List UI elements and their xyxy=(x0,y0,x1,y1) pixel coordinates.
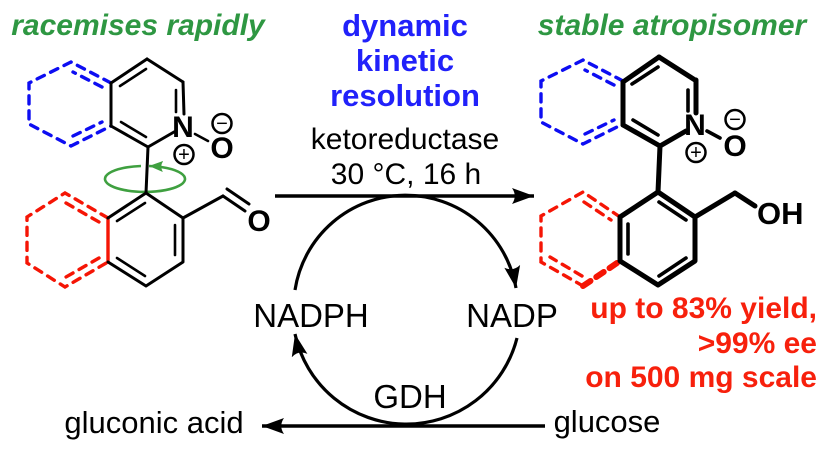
catalyst-label: ketoreductase xyxy=(311,123,499,156)
benzaldehyde-ring xyxy=(106,191,185,288)
gdh-label: GDH xyxy=(373,378,446,415)
n-oxide-group-right: N O + − xyxy=(684,108,747,164)
right-molecule: OH N O + − xyxy=(539,54,804,289)
cycle-arc-top xyxy=(293,193,521,291)
minus-charge-circle xyxy=(724,108,746,131)
n-oxide-group: N O + − xyxy=(172,111,234,166)
hydroxyl-label: OH xyxy=(757,196,804,231)
dkr-title-line3: resolution xyxy=(330,78,480,113)
right-structure-caption: stable atropisomer xyxy=(538,9,809,42)
red-ring-bonds xyxy=(25,191,110,289)
pyridine-n-oxide-ring xyxy=(109,57,186,149)
red-dashed-ring xyxy=(25,191,110,289)
dkr-title-line1: dynamic xyxy=(342,8,468,43)
nadph-label: NADPH xyxy=(253,297,369,334)
benzyl-ring-right xyxy=(617,189,698,288)
scale-label: on 500 mg scale xyxy=(585,361,817,394)
blue-dashed-ring-right xyxy=(539,58,625,146)
oxide-oxygen-label: O xyxy=(210,132,233,165)
minus-charge-icon: − xyxy=(729,109,741,131)
red-ring-double-bond-1 xyxy=(582,200,613,222)
aldehyde-oxygen-label: O xyxy=(247,205,270,238)
cycle-arc-bottom xyxy=(291,333,519,426)
hydroxymethyl-group: OH xyxy=(692,190,804,231)
blue-ring-bonds xyxy=(27,60,113,148)
bond xyxy=(181,194,225,220)
aldehyde-group: O xyxy=(181,187,271,238)
double-bond-inner xyxy=(115,201,147,223)
biaryl-bond xyxy=(144,145,150,195)
red-ring-bonds xyxy=(539,189,622,288)
bond xyxy=(692,190,738,220)
bond xyxy=(620,122,663,149)
red-ring-double-bond-2 xyxy=(548,255,584,278)
conditions-label: 30 °C, 16 h xyxy=(331,158,481,191)
red-ring-bold-bond xyxy=(580,258,623,289)
plus-charge-icon: + xyxy=(178,144,190,166)
nitrogen-label: N xyxy=(684,109,706,142)
bond xyxy=(617,189,698,288)
ee-label: >99% ee xyxy=(698,327,817,360)
carbonyl-bond xyxy=(221,194,247,213)
blue-dashed-ring xyxy=(27,60,113,148)
n-o-bond xyxy=(193,132,210,143)
bond xyxy=(109,124,150,149)
glucose-label: glucose xyxy=(554,404,661,439)
double-bond-inner xyxy=(657,200,688,222)
plus-charge-circle xyxy=(685,141,707,164)
red-dashed-ring-right xyxy=(539,189,623,289)
blue-ring-double-bond-1 xyxy=(71,70,104,89)
bond xyxy=(106,191,185,288)
biaryl-bond-right xyxy=(655,143,663,195)
pyridine-n-oxide-ring-right xyxy=(620,54,699,149)
red-ring-double-bond-2 xyxy=(64,256,101,279)
minus-charge-circle xyxy=(211,112,233,135)
double-bond-inner xyxy=(115,256,147,278)
bond xyxy=(181,80,186,116)
bond xyxy=(109,57,149,85)
bond xyxy=(732,190,758,209)
left-molecule: O N O + − xyxy=(25,57,271,289)
double-bond-inner xyxy=(118,67,148,88)
bond xyxy=(145,57,185,84)
nadp-label: NADP xyxy=(466,297,558,334)
left-structure-caption: racemises rapidly xyxy=(11,9,266,42)
cofactor-cycle: NADPH NADP GDH gluconic acid glucose xyxy=(64,193,661,440)
double-bond-inner xyxy=(119,120,148,139)
plus-charge-circle xyxy=(173,143,195,166)
carbonyl-bond-inner xyxy=(225,187,251,206)
n-o-bond xyxy=(705,129,722,140)
blue-ring-double-bond-2 xyxy=(71,120,104,138)
yield-label: up to 83% yield, xyxy=(590,292,817,325)
nitrogen-label: N xyxy=(172,111,194,144)
blue-ring-double-bond-2 xyxy=(583,118,616,136)
bond xyxy=(146,130,176,149)
blue-ring-double-bond-1 xyxy=(583,68,616,87)
blue-ring-bonds xyxy=(539,58,625,146)
double-bond-inner xyxy=(631,118,660,137)
double-bond-inner xyxy=(657,256,688,278)
plus-charge-icon: + xyxy=(690,142,702,164)
dkr-title-line2: kinetic xyxy=(356,43,454,78)
bond xyxy=(620,54,662,85)
minus-charge-icon: − xyxy=(216,113,228,135)
red-ring-double-bond-1 xyxy=(64,201,101,224)
oxide-oxygen-label: O xyxy=(723,130,746,163)
bond xyxy=(657,128,689,149)
gluconic-acid-label: gluconic acid xyxy=(64,405,243,440)
bond xyxy=(656,54,698,83)
double-bond-inner xyxy=(630,65,660,86)
